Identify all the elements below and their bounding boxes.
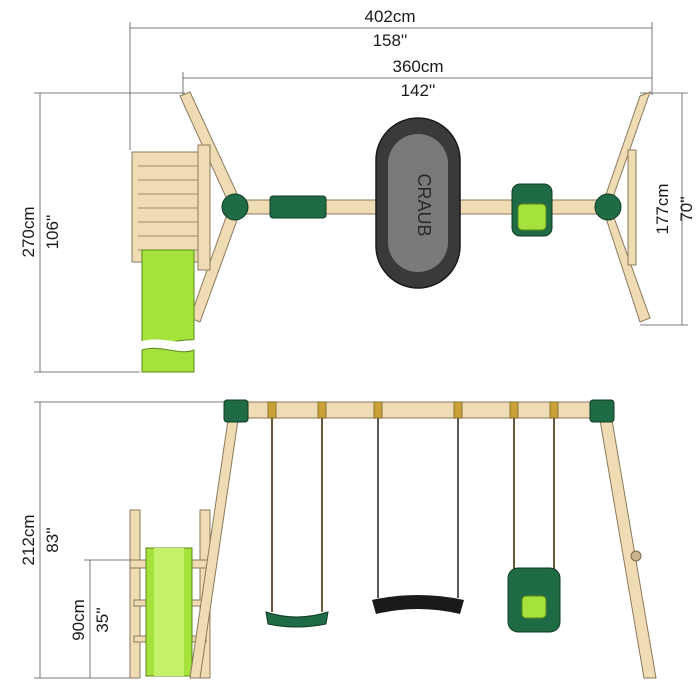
beam-width-in: 142'' [401,81,436,100]
slide-break [138,338,202,350]
top-view: 402cm 158'' 360cm 142'' 270cm 106'' 177c… [19,7,696,373]
left-bracket [221,193,249,221]
platform [131,151,205,263]
belt-swing-seat [265,611,329,628]
right-bracket [594,193,622,221]
nest-swing-logo: CRAUB [414,173,434,236]
slide-front-bed [154,548,184,676]
front-right-bracket [589,399,615,423]
depth-in: 106'' [43,215,62,250]
beam-width-cm: 360cm [392,57,443,76]
nest-swing-front [372,595,464,614]
overall-width-cm: 402cm [364,7,415,26]
right-leg-bottom [601,204,651,323]
platform-post [197,144,211,271]
hanger-4 [453,401,463,419]
height-cm: 212cm [19,514,38,565]
hanger-5 [509,401,519,419]
front-right-leg [599,419,657,679]
baby-seat-insert-top [517,203,547,231]
slide-top-view [141,249,195,345]
hanger-6 [549,401,559,419]
baby-swing-insert [521,595,547,619]
depth-cm: 270cm [19,206,38,257]
hanger-3 [373,401,383,419]
front-view: 212cm 83'' 90cm 35'' [19,399,657,679]
right-brace [627,149,637,266]
front-left-bracket [223,399,249,423]
nest-swing-inner [388,134,448,272]
platform-height-cm: 90cm [69,599,88,641]
hanger-2 [317,401,327,419]
right-leg-top [601,91,651,208]
frame-depth-in: 70'' [677,196,696,221]
tower-post-left [129,509,141,679]
frame-depth-cm: 177cm [653,183,672,234]
platform-height-in: 35'' [93,607,112,632]
leg-bolt [630,550,642,562]
front-left-leg [189,419,239,679]
hanger-1 [267,401,277,419]
overall-width-in: 158'' [373,31,408,50]
swing-seat-top-view [269,195,327,219]
slide-end-top-view [141,347,195,373]
height-in: 83'' [43,527,62,552]
